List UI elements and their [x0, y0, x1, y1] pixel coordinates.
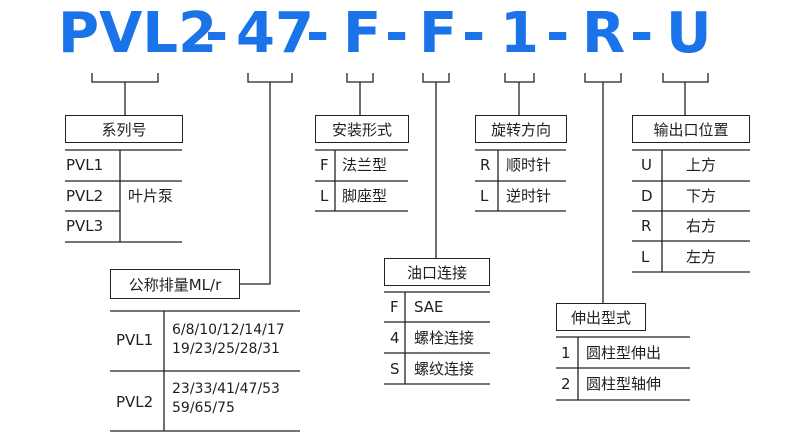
displacement-values: 59/65/75	[172, 400, 235, 416]
port-label: 螺栓连接	[414, 329, 475, 347]
series-title-box: 系列号	[65, 115, 183, 143]
mount-title-box: 安装形式	[315, 115, 409, 143]
outlet-code: U	[641, 156, 652, 174]
code-shaft: 1	[500, 1, 539, 66]
rotation-label: 逆时针	[506, 187, 552, 205]
displacement-values: 6/8/10/12/14/17	[172, 322, 285, 338]
rotation-code: L	[480, 187, 489, 205]
rotation-title-box: 旋转方向	[475, 115, 567, 143]
outlet-label: 下方	[686, 187, 717, 205]
outlet-label: 右方	[686, 217, 717, 235]
series-item: PVL3	[66, 217, 104, 235]
code-mount: F	[343, 1, 382, 66]
rotation-code: R	[480, 156, 491, 174]
code-dash: -	[205, 1, 229, 66]
shaft-code: 1	[561, 344, 571, 362]
code-dash: -	[630, 1, 654, 66]
displacement-title-box: 公称排量ML/r	[110, 269, 240, 299]
shaft-label: 圆柱型伸出	[586, 344, 662, 362]
code-dash: -	[546, 1, 570, 66]
port-code: S	[390, 360, 400, 378]
displacement-model: PVL1	[116, 331, 154, 349]
code-displacement: 47	[236, 1, 314, 66]
outlet-label: 左方	[686, 248, 717, 266]
mount-label: 法兰型	[342, 156, 388, 174]
displacement-model: PVL2	[116, 393, 154, 411]
outlet-title-box: 输出口位置	[632, 115, 750, 143]
port-code: 4	[390, 329, 400, 347]
code-port: F	[419, 1, 458, 66]
code-dash: -	[462, 1, 486, 66]
displacement-values: 23/33/41/47/53	[172, 381, 280, 397]
port-title-box: 油口连接	[384, 258, 490, 286]
port-code: F	[390, 298, 399, 316]
outlet-code: L	[641, 248, 650, 266]
port-label: SAE	[414, 298, 444, 316]
code-dash: -	[306, 1, 330, 66]
outlet-code: R	[641, 217, 652, 235]
mount-label: 脚座型	[342, 187, 388, 205]
shaft-title-box: 伸出型式	[556, 303, 646, 331]
code-dash: -	[385, 1, 409, 66]
shaft-code: 2	[561, 375, 571, 393]
series-item: PVL2	[66, 187, 104, 205]
outlet-code: D	[641, 187, 653, 205]
rotation-label: 顺时针	[506, 156, 552, 174]
displacement-values: 19/23/25/28/31	[172, 341, 280, 357]
port-label: 螺纹连接	[414, 360, 475, 378]
code-outlet: U	[666, 1, 712, 66]
outlet-label: 上方	[686, 156, 717, 174]
code-rotation: R	[582, 1, 626, 66]
pump-type-label: 叶片泵	[128, 187, 174, 205]
shaft-label: 圆柱型轴伸	[586, 375, 662, 393]
code-series: PVL2	[58, 1, 218, 66]
mount-code: L	[320, 187, 329, 205]
series-item: PVL1	[66, 156, 104, 174]
mount-code: F	[320, 156, 329, 174]
